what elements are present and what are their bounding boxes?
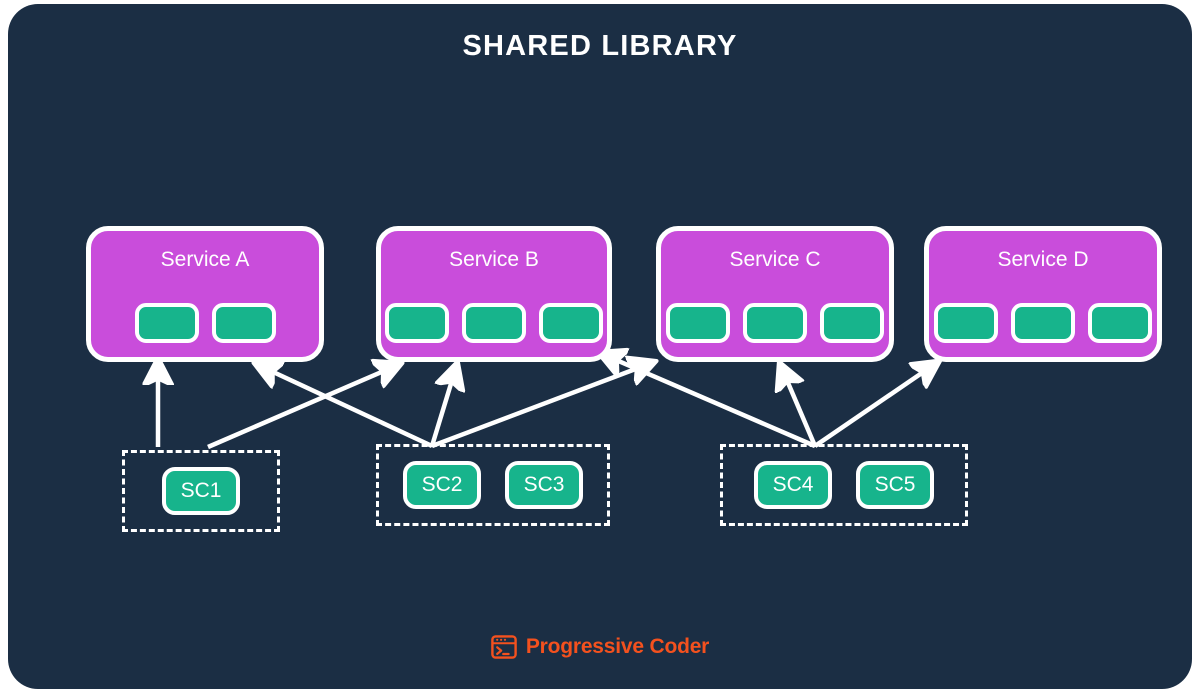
service-label: Service C <box>729 248 821 271</box>
shared-component-sc4[interactable]: SC4 <box>754 461 832 509</box>
module-chip[interactable] <box>666 303 730 343</box>
brand-name: Progressive Coder <box>525 635 710 658</box>
service-label: Service D <box>997 248 1089 271</box>
shared-group-3: SC4 SC5 <box>720 444 968 526</box>
shared-group-1: SC1 <box>122 450 280 532</box>
module-chip[interactable] <box>1011 303 1075 343</box>
service-label: Service B <box>449 248 539 271</box>
arrow-group2-serviceB <box>429 364 457 447</box>
module-chip[interactable] <box>1088 303 1152 343</box>
service-card-a[interactable]: Service A <box>86 226 324 362</box>
arrow-group3-serviceC <box>780 364 818 447</box>
shared-group-2: SC2 SC3 <box>376 444 610 526</box>
module-chip[interactable] <box>743 303 807 343</box>
terminal-window-icon <box>491 635 517 659</box>
module-chip[interactable] <box>211 303 276 343</box>
shared-component-sc2[interactable]: SC2 <box>403 461 481 509</box>
module-chip[interactable] <box>820 303 884 343</box>
arrow-group3-serviceB <box>600 353 816 449</box>
service-card-b[interactable]: Service B <box>376 226 612 362</box>
service-card-c[interactable]: Service C <box>656 226 894 362</box>
module-chip-list <box>91 303 319 343</box>
arrow-group3-serviceD <box>813 362 938 448</box>
module-chip[interactable] <box>385 303 449 343</box>
footer-logo: Progressive Coder <box>8 635 1192 659</box>
diagram-board: SHARED LIBRARY <box>8 4 1192 689</box>
arrow-group1-serviceB <box>207 364 400 450</box>
module-chip[interactable] <box>539 303 603 343</box>
shared-component-sc5[interactable]: SC5 <box>856 461 934 509</box>
page-title: SHARED LIBRARY <box>462 30 738 62</box>
service-card-d[interactable]: Service D <box>924 226 1162 362</box>
module-chip[interactable] <box>462 303 526 343</box>
arrow-group2-serviceA <box>256 364 433 449</box>
module-chip[interactable] <box>134 303 199 343</box>
shared-component-sc1[interactable]: SC1 <box>162 467 240 515</box>
module-chip[interactable] <box>934 303 998 343</box>
service-label: Service A <box>160 248 250 271</box>
module-chip-list <box>381 303 607 343</box>
module-chip-list <box>929 303 1157 343</box>
arrow-group2-serviceC <box>431 362 654 449</box>
shared-component-sc3[interactable]: SC3 <box>505 461 583 509</box>
module-chip-list <box>661 303 889 343</box>
